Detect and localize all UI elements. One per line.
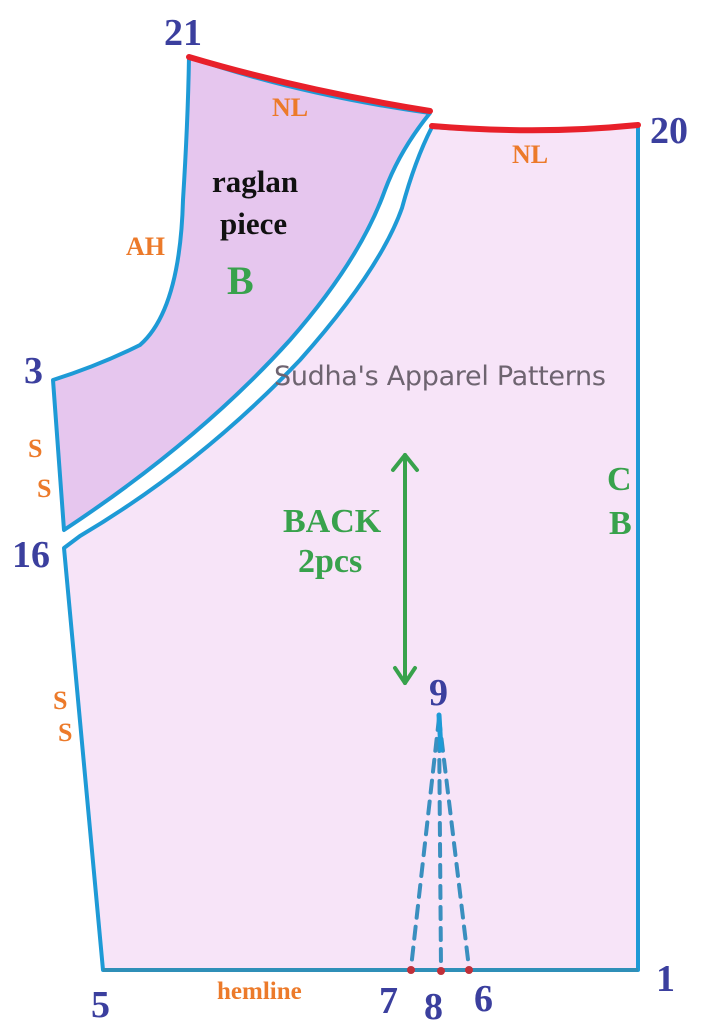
point-16-label: 16 <box>12 534 50 576</box>
dart-lines <box>409 716 471 970</box>
dart-points <box>407 966 473 975</box>
neckline-right-curve <box>429 122 641 134</box>
point-21-label: 21 <box>164 12 202 54</box>
side-seam-lower-label-1: S <box>53 686 68 715</box>
side-seam-upper-label-2: S <box>37 474 52 503</box>
center-back-label-c: C <box>607 461 632 498</box>
point-3-label: 3 <box>24 350 43 392</box>
grainline-arrow <box>391 453 419 685</box>
dart-apex <box>436 712 444 753</box>
point-5-label: 5 <box>91 984 110 1026</box>
point-20-label: 20 <box>650 110 688 152</box>
raglan-letter-b: B <box>227 258 254 303</box>
hemline-label: hemline <box>217 978 302 1005</box>
point-6-label: 6 <box>474 978 493 1020</box>
side-seam-upper-label-1: S <box>28 434 43 463</box>
piece-count: 2pcs <box>298 543 363 580</box>
raglan-label-line1: raglan <box>212 164 299 199</box>
point-9-label: 9 <box>429 672 448 714</box>
point-1-label: 1 <box>656 958 675 1000</box>
point-8-label: 8 <box>424 986 443 1028</box>
armhole-label: AH <box>126 232 165 261</box>
watermark-text: Sudha's Apparel Patterns <box>274 361 606 392</box>
neckline-right-label: NL <box>512 140 549 169</box>
center-back-label-b: B <box>609 505 632 542</box>
raglan-label-line2: piece <box>220 206 288 241</box>
side-seam-lower-label-2: S <box>58 718 73 747</box>
point-7-label: 7 <box>379 980 398 1022</box>
neckline-left-label: NL <box>272 93 309 122</box>
piece-title: BACK <box>283 503 382 540</box>
neckline-left-curve <box>186 54 433 114</box>
